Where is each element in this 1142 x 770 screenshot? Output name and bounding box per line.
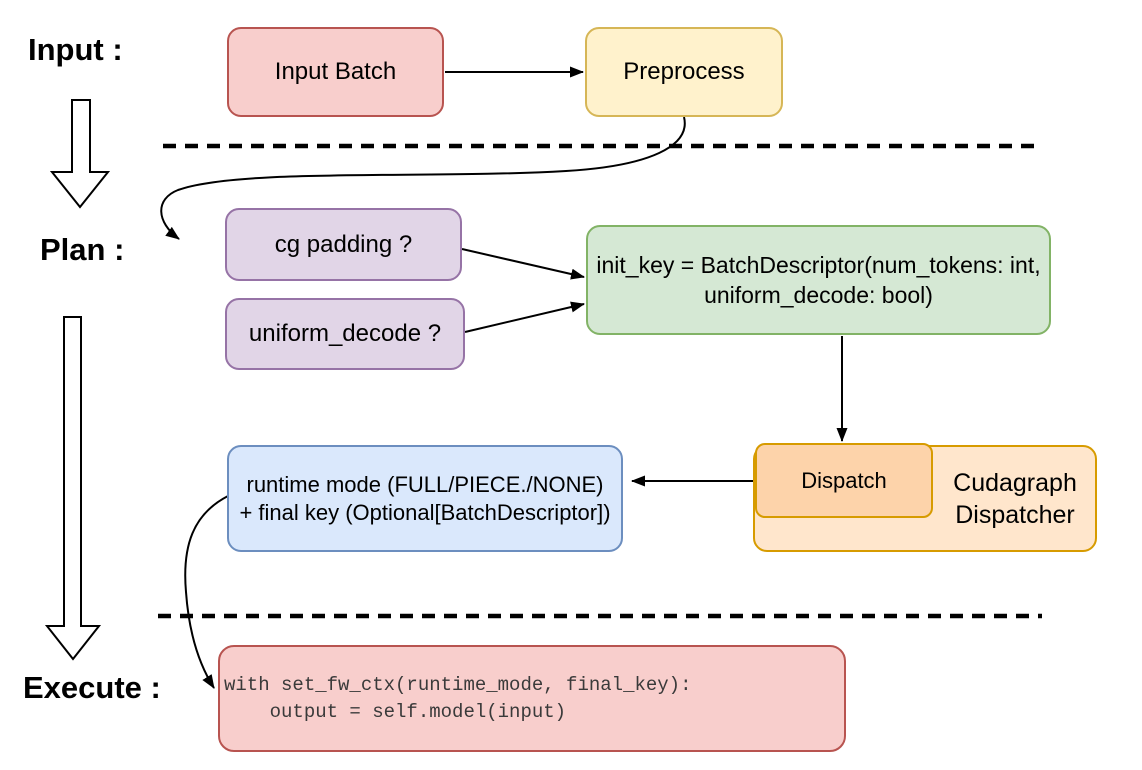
stage-label-plan: Plan : (40, 232, 125, 267)
node-init-key: init_key = BatchDescriptor(num_tokens: i… (586, 225, 1051, 335)
arrow-runtime-to-execute (184, 495, 229, 689)
dispatch-label: Dispatch (801, 467, 887, 493)
init-key-line1: init_key = BatchDescriptor(num_tokens: i… (596, 252, 1041, 278)
node-dispatch: Dispatch (755, 443, 933, 518)
cudagraph-dispatcher-line2: Dispatcher (955, 500, 1075, 529)
cudagraph-dispatcher-line1: Cudagraph (953, 468, 1077, 497)
arrow-cgpadding-to-initkey (461, 248, 585, 280)
execute-code-line2: output = self.model(input) (224, 700, 567, 723)
node-cg-padding: cg padding ? (225, 208, 462, 281)
runtime-result-line2: + final key (Optional[BatchDescriptor]) (239, 499, 611, 525)
runtime-result-line1: runtime mode (FULL/PIECE./NONE) (246, 471, 604, 497)
arrow-uniformdecode-to-initkey (464, 301, 585, 333)
block-arrow-input-to-plan (49, 99, 111, 209)
init-key-line2: uniform_decode: bool) (704, 282, 933, 308)
preprocess-label: Preprocess (623, 58, 745, 85)
cudagraph-dispatcher-label: Cudagraph Dispatcher (935, 447, 1095, 550)
cg-padding-label: cg padding ? (274, 230, 413, 258)
input-batch-label: Input Batch (274, 58, 397, 85)
stage-label-input: Input : (28, 32, 123, 67)
arrow-preprocess-to-plan (160, 116, 686, 240)
node-runtime-result: runtime mode (FULL/PIECE./NONE) + final … (227, 445, 623, 552)
node-input-batch: Input Batch (227, 27, 444, 117)
execute-code-line1: with set_fw_ctx(runtime_mode, final_key)… (224, 673, 692, 696)
uniform-decode-label: uniform_decode ? (248, 320, 442, 347)
stage-label-execute: Execute : (23, 670, 161, 705)
node-preprocess: Preprocess (585, 27, 783, 117)
node-execute-code: with set_fw_ctx(runtime_mode, final_key)… (218, 645, 846, 752)
block-arrow-plan-to-execute (44, 316, 102, 661)
node-uniform-decode: uniform_decode ? (225, 298, 465, 370)
